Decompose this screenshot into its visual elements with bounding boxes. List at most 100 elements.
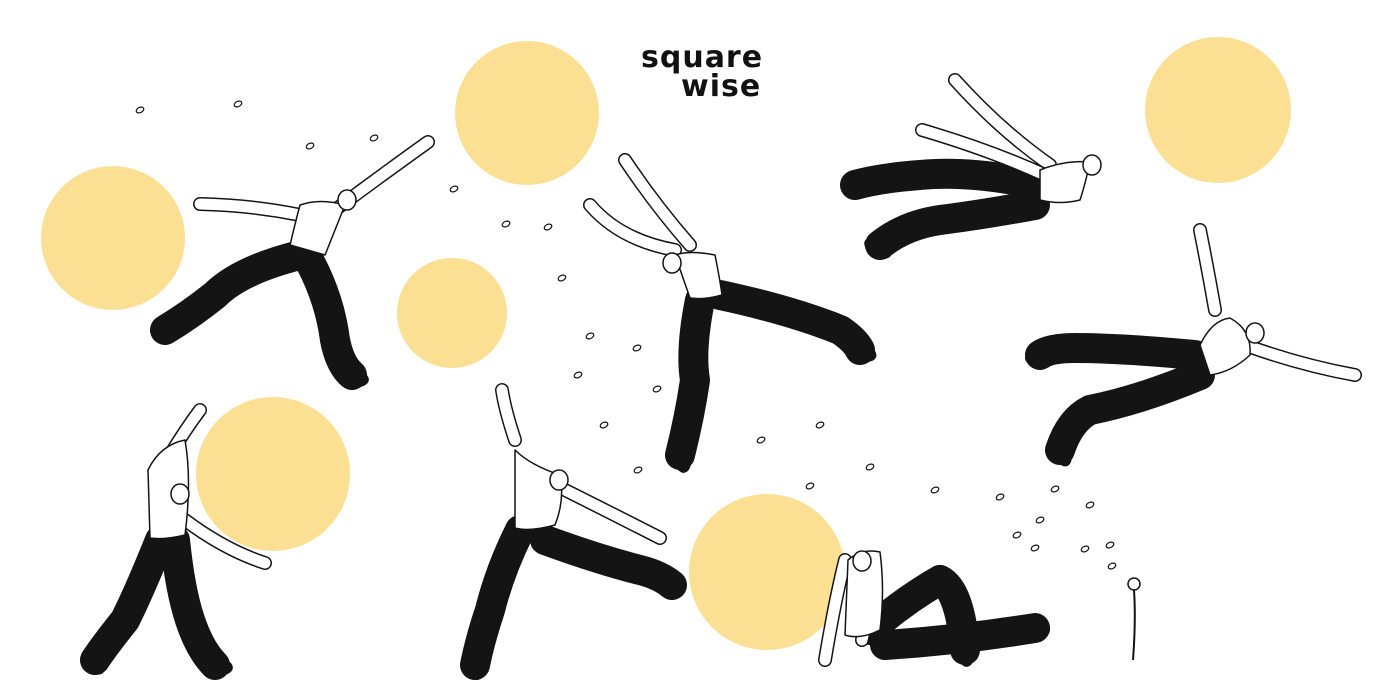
dancer-figure bbox=[80, 403, 272, 680]
trouser-leg bbox=[705, 280, 875, 365]
brand-logo-line-1: square bbox=[641, 40, 764, 75]
shoe bbox=[1052, 437, 1072, 467]
shoe bbox=[153, 321, 183, 341]
arm bbox=[1239, 339, 1361, 381]
trouser-leg bbox=[80, 525, 175, 675]
shoe bbox=[847, 342, 877, 362]
shoe bbox=[955, 637, 975, 667]
head bbox=[1245, 322, 1265, 344]
confetti-dot bbox=[1085, 501, 1095, 509]
dancer-figure bbox=[150, 135, 435, 390]
trouser-leg bbox=[855, 565, 980, 665]
stick-line bbox=[1132, 589, 1136, 661]
arm bbox=[179, 514, 271, 569]
shirt-torso bbox=[1039, 160, 1091, 204]
confetti-dot bbox=[135, 106, 145, 114]
head bbox=[337, 189, 357, 211]
confetti-dot bbox=[1080, 545, 1090, 553]
confetti-dot bbox=[585, 332, 595, 340]
confetti-dot bbox=[501, 220, 511, 228]
arm bbox=[619, 154, 696, 251]
yellow-circle bbox=[397, 258, 507, 368]
confetti-dot bbox=[805, 482, 815, 490]
confetti-dot bbox=[449, 185, 459, 193]
confetti-dot bbox=[652, 385, 662, 393]
confetti-dot bbox=[1035, 516, 1045, 524]
shirt-torso bbox=[289, 200, 346, 256]
head bbox=[1082, 154, 1102, 176]
shoe bbox=[203, 656, 233, 676]
trouser-leg bbox=[150, 240, 315, 345]
confetti-dot bbox=[1105, 541, 1115, 549]
trouser-leg bbox=[865, 190, 1050, 260]
confetti-dot bbox=[557, 274, 567, 282]
yellow-circle bbox=[689, 494, 845, 650]
confetti-dot bbox=[599, 421, 609, 429]
confetti-dot bbox=[305, 142, 315, 150]
trouser-leg bbox=[665, 285, 715, 470]
confetti-dot bbox=[369, 134, 379, 142]
confetti-dot bbox=[1107, 562, 1117, 570]
head bbox=[170, 483, 190, 505]
confetti-dot bbox=[1050, 485, 1060, 493]
arm bbox=[1194, 224, 1221, 316]
confetti-dot bbox=[573, 371, 583, 379]
arm bbox=[496, 384, 521, 446]
dancer-figure bbox=[818, 550, 1050, 667]
confetti-layer bbox=[135, 100, 1117, 570]
brand-logo-line-2: wise bbox=[681, 69, 762, 104]
trouser-leg bbox=[840, 158, 1055, 200]
trouser-leg bbox=[160, 525, 230, 680]
confetti-dot bbox=[995, 493, 1005, 501]
dropped-stick bbox=[1127, 577, 1141, 661]
trouser-leg bbox=[1025, 333, 1210, 370]
shirt-torso bbox=[514, 449, 563, 531]
head bbox=[662, 252, 682, 274]
shoe bbox=[658, 574, 686, 596]
trouser-leg bbox=[1045, 360, 1215, 465]
trouser-leg bbox=[870, 613, 1050, 660]
arm bbox=[819, 554, 851, 666]
yellow-circle bbox=[196, 397, 350, 551]
confetti-dot bbox=[1012, 531, 1022, 539]
arm bbox=[916, 124, 1051, 181]
shoe bbox=[466, 650, 486, 680]
shirt-torso bbox=[1199, 317, 1251, 376]
arm bbox=[584, 199, 681, 256]
trouser-leg bbox=[295, 247, 367, 390]
yellow-circle bbox=[41, 166, 185, 310]
shoe bbox=[339, 368, 369, 388]
arm bbox=[559, 484, 666, 544]
trouser-leg bbox=[460, 515, 535, 680]
shoe bbox=[864, 237, 892, 259]
confetti-dot bbox=[633, 466, 643, 474]
dancer-figure bbox=[1025, 223, 1362, 467]
confetti-dot bbox=[930, 486, 940, 494]
confetti-dot bbox=[756, 436, 766, 444]
confetti-dot bbox=[543, 223, 553, 231]
confetti-dot bbox=[865, 463, 875, 471]
yellow-circle bbox=[1145, 37, 1291, 183]
shoe bbox=[86, 645, 106, 675]
arm bbox=[949, 74, 1056, 171]
arm bbox=[194, 198, 306, 221]
shoe bbox=[672, 443, 692, 473]
circles-layer bbox=[41, 37, 1291, 650]
dancer-figure bbox=[840, 73, 1102, 260]
dancer-figure bbox=[460, 383, 687, 680]
yellow-circle bbox=[455, 41, 599, 185]
confetti-dot bbox=[815, 421, 825, 429]
trouser-leg bbox=[530, 525, 687, 600]
confetti-dot bbox=[1030, 544, 1040, 552]
stick-ball bbox=[1127, 577, 1141, 591]
shoe bbox=[841, 177, 871, 195]
confetti-dot bbox=[233, 100, 243, 108]
dancer-figure bbox=[583, 153, 877, 473]
head bbox=[549, 469, 569, 491]
shirt-torso bbox=[674, 251, 723, 300]
confetti-dot bbox=[632, 344, 642, 352]
shoe bbox=[1020, 621, 1050, 639]
shoe bbox=[1025, 349, 1055, 367]
